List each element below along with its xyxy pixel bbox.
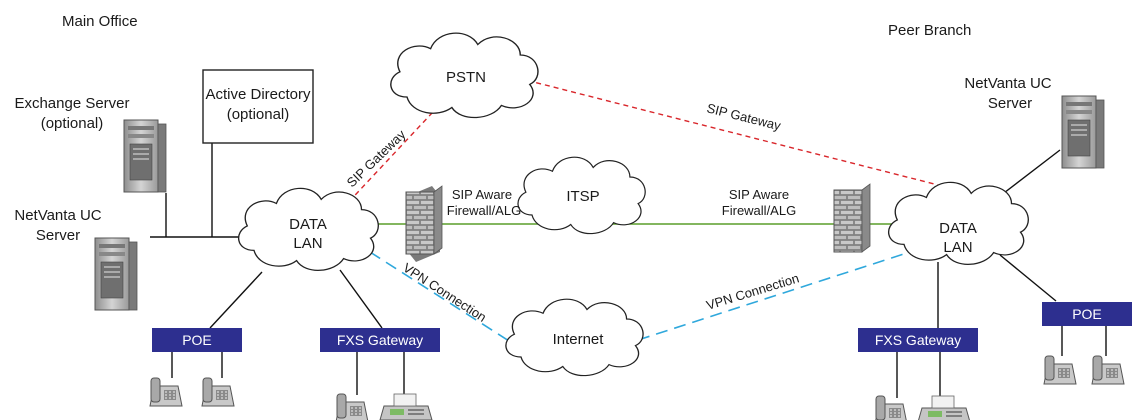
site-title-main-office: Main Office xyxy=(62,13,138,30)
active-directory-label-line1: Active Directory xyxy=(205,86,311,103)
wire-left-lan-poe xyxy=(209,271,263,329)
firewall-right xyxy=(833,183,871,253)
cloud-label-itsp: ITSP xyxy=(566,188,599,205)
sip-gateway-label-right: SIP Gateway xyxy=(705,100,782,133)
phone-icon xyxy=(201,377,235,407)
cloud-label-left-lan-line2: LAN xyxy=(293,235,322,252)
cloud-label-left-lan-line1: DATA xyxy=(289,216,327,233)
uc-server-left-label-line2: Server xyxy=(36,227,80,244)
fxs-gateway-left-box xyxy=(320,328,440,352)
exchange-server-icon xyxy=(123,119,167,193)
wire-right-uc-server xyxy=(999,149,1061,197)
sip-gateway-label-left: SIP Gateway xyxy=(344,126,409,190)
fxs-gateway-left-label: FXS Gateway xyxy=(337,332,423,348)
wire-right-lan-poe xyxy=(999,254,1057,302)
uc-server-right-icon xyxy=(1061,95,1105,169)
exchange-server-label-line2: (optional) xyxy=(41,115,104,132)
exchange-server-label-line1: Exchange Server xyxy=(14,95,129,112)
uc-server-left-icon xyxy=(94,237,138,311)
fxs-gateway-right-box xyxy=(858,328,978,352)
active-directory-label-line2: (optional) xyxy=(227,106,290,123)
poe-right-label: POE xyxy=(1072,306,1102,322)
sip-gateway-line-right xyxy=(509,75,951,189)
fax-icon xyxy=(917,395,971,420)
vpn-line-right xyxy=(637,251,911,341)
fax-icon xyxy=(379,393,433,420)
firewall-left xyxy=(405,185,443,262)
cloud-label-internet: Internet xyxy=(553,331,605,348)
site-title-peer-branch: Peer Branch xyxy=(888,22,971,39)
poe-left-label: POE xyxy=(182,332,212,348)
wire-left-lan-fxs xyxy=(339,269,383,329)
poe-left-box xyxy=(152,328,242,352)
poe-right-box xyxy=(1042,302,1132,326)
vpn-label-left: VPN Connection xyxy=(400,260,489,325)
firewall-right-label-line1: SIP Aware xyxy=(729,187,789,202)
vpn-line-left xyxy=(369,251,521,349)
uc-server-right-label-line1: NetVanta UC xyxy=(964,75,1051,92)
firewall-left-label-line2: Firewall/ALG xyxy=(447,203,521,218)
sip-gateway-line-left xyxy=(342,112,433,209)
phone-icon xyxy=(149,377,183,407)
firewall-left-label-line1: SIP Aware xyxy=(452,187,512,202)
cloud-label-pstn: PSTN xyxy=(446,69,486,86)
cloud-label-right-lan-line2: LAN xyxy=(943,239,972,256)
uc-server-left-label-line1: NetVanta UC xyxy=(14,207,101,224)
uc-server-right-label-line2: Server xyxy=(988,95,1032,112)
firewall-right-label-line2: Firewall/ALG xyxy=(722,203,796,218)
phone-icon xyxy=(1091,355,1125,385)
phone-icon xyxy=(335,393,369,420)
cloud-label-right-lan-line1: DATA xyxy=(939,220,977,237)
phone-icon xyxy=(874,395,908,420)
fxs-gateway-right-label: FXS Gateway xyxy=(875,332,961,348)
phone-icon xyxy=(1043,355,1077,385)
active-directory-box xyxy=(202,69,314,144)
